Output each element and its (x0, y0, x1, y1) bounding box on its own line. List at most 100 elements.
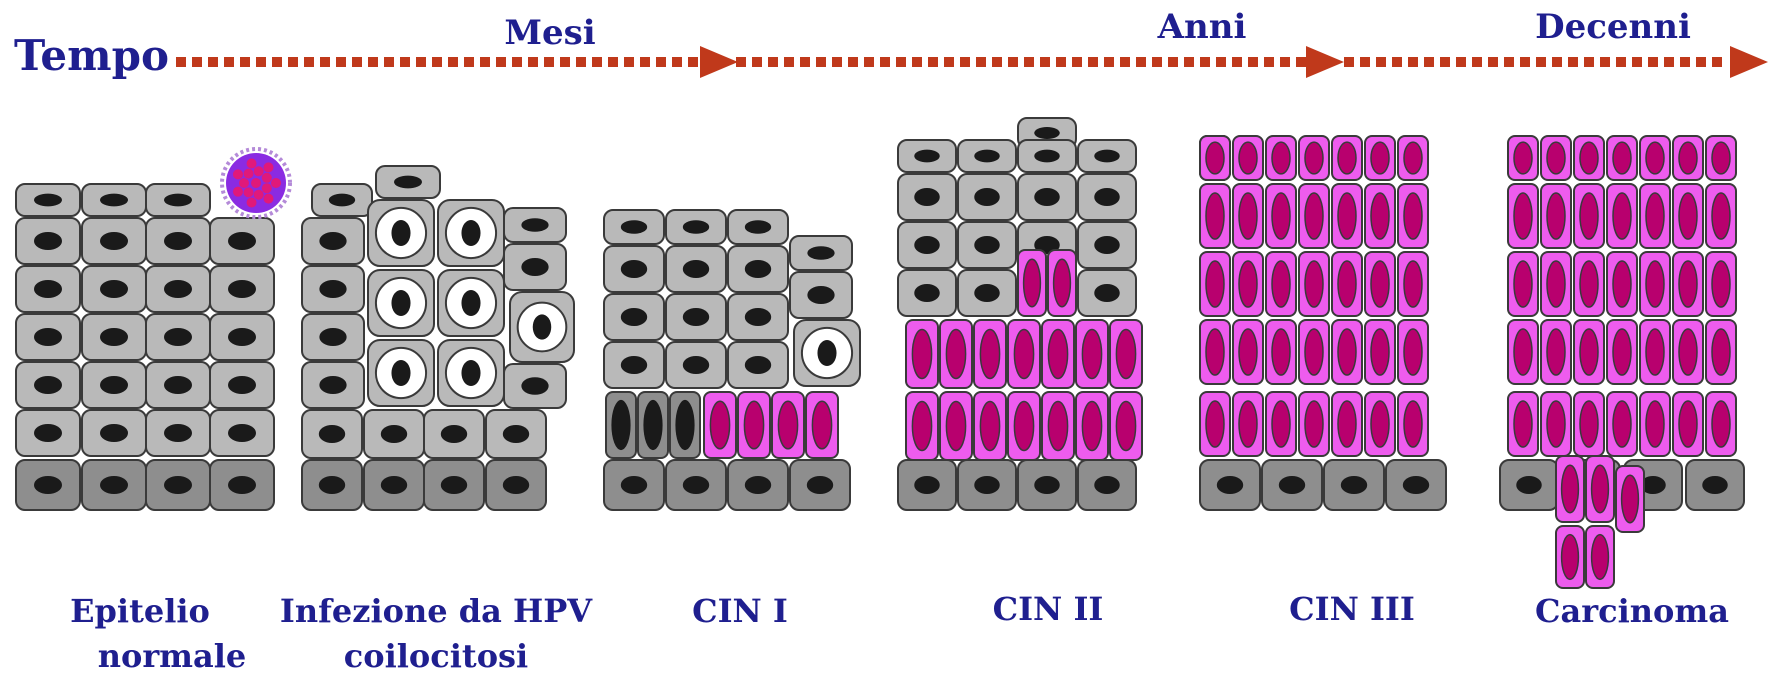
epithelial-cell (145, 313, 211, 361)
dysplastic-cell (1298, 391, 1330, 457)
epithelial-cell (727, 293, 789, 341)
epithelial-cell (375, 165, 441, 199)
arrow-dash (832, 57, 842, 67)
dysplastic-cell (1364, 183, 1396, 249)
epithelial-cell (15, 459, 81, 511)
epithelial-cell (15, 313, 81, 361)
caption-hpv-line2: coilocitosi (344, 637, 528, 675)
arrow-dash (1360, 57, 1370, 67)
epithelial-cell (81, 217, 147, 265)
dysplastic-cell (805, 391, 839, 459)
dysplastic-cell (1265, 251, 1297, 317)
dysplastic-cell (1232, 391, 1264, 457)
dysplastic-cell (1265, 319, 1297, 385)
arrow-dash (1344, 57, 1354, 67)
arrow-dash (1712, 57, 1722, 67)
epithelial-cell (363, 459, 425, 511)
arrow-dash (976, 57, 986, 67)
arrow-dash (224, 57, 234, 67)
basal-dark-cell (605, 391, 637, 459)
arrow-dash (1424, 57, 1434, 67)
dysplastic-cell (1265, 391, 1297, 457)
dysplastic-cell (1672, 251, 1704, 317)
epithelial-cell (897, 269, 957, 317)
koilocyte-cell (367, 199, 435, 267)
arrow-dash (1616, 57, 1626, 67)
dysplastic-cell (1540, 183, 1572, 249)
epithelial-cell (15, 409, 81, 457)
stage-cin3 (1199, 135, 1447, 511)
arrow-dash (384, 57, 394, 67)
arrow-dash (1184, 57, 1194, 67)
arrow-dash (400, 57, 410, 67)
dysplastic-cell (905, 319, 939, 389)
arrow-dash (480, 57, 490, 67)
dysplastic-cell (1585, 525, 1615, 589)
dysplastic-cell (1705, 251, 1737, 317)
dysplastic-cell (1672, 319, 1704, 385)
arrow-dash (880, 57, 890, 67)
dysplastic-cell (1007, 319, 1041, 389)
epithelial-cell (1385, 459, 1447, 511)
arrow-dash (1392, 57, 1402, 67)
epithelial-cell (1261, 459, 1323, 511)
epithelial-cell (897, 139, 957, 173)
epithelial-cell (209, 217, 275, 265)
dysplastic-cell (1364, 135, 1396, 181)
dysplastic-cell (1540, 391, 1572, 457)
arrow-dash (1504, 57, 1514, 67)
epithelial-cell (485, 409, 547, 459)
epithelial-cell (665, 245, 727, 293)
dysplastic-cell (1639, 391, 1671, 457)
epithelial-cell (1077, 269, 1137, 317)
dysplastic-cell (1199, 391, 1231, 457)
arrow-dash (240, 57, 250, 67)
arrow-dash (1648, 57, 1658, 67)
arrow-dash (1472, 57, 1482, 67)
dysplastic-cell (1397, 251, 1429, 317)
epithelial-cell (603, 245, 665, 293)
dysplastic-cell (1555, 455, 1585, 523)
arrow-dash (1488, 57, 1498, 67)
arrow-dash (864, 57, 874, 67)
epithelial-cell (665, 209, 727, 245)
arrow-dash (1536, 57, 1546, 67)
arrow-dash (1376, 57, 1386, 67)
caption-normal-line2: normale (98, 637, 247, 675)
dysplastic-cell (1639, 251, 1671, 317)
dysplastic-cell (1364, 391, 1396, 457)
epithelial-cell (897, 173, 957, 221)
stage-hpv-infection (301, 165, 575, 511)
epithelial-cell (897, 459, 957, 511)
epithelial-cell (301, 409, 363, 459)
stage-cin1 (603, 209, 861, 511)
arrow-dash (800, 57, 810, 67)
caption-cin2: CIN II (993, 590, 1104, 628)
epithelial-cell (1077, 221, 1137, 269)
epithelial-cell (145, 217, 211, 265)
dysplastic-cell (1397, 183, 1429, 249)
epithelial-cell (665, 293, 727, 341)
period-label-months: Mesi (504, 13, 595, 53)
dysplastic-cell (1075, 319, 1109, 389)
arrow-dash (448, 57, 458, 67)
epithelial-cell (15, 265, 81, 313)
dysplastic-cell (1232, 183, 1264, 249)
dysplastic-cell (1331, 183, 1363, 249)
epithelial-cell (665, 341, 727, 389)
dysplastic-cell (1331, 135, 1363, 181)
arrow-dash (176, 57, 186, 67)
dysplastic-cell (1573, 319, 1605, 385)
dysplastic-cell (1199, 183, 1231, 249)
arrow-dash (1520, 57, 1530, 67)
dysplastic-cell (1705, 183, 1737, 249)
arrow-dash (1696, 57, 1706, 67)
arrow-dash (288, 57, 298, 67)
epithelial-cell (503, 207, 567, 243)
stage-normal-epithelium (15, 183, 275, 511)
epithelial-cell (301, 265, 365, 313)
arrow-dash (1168, 57, 1178, 67)
dysplastic-cell (1507, 391, 1539, 457)
dysplastic-cell (1507, 135, 1539, 181)
